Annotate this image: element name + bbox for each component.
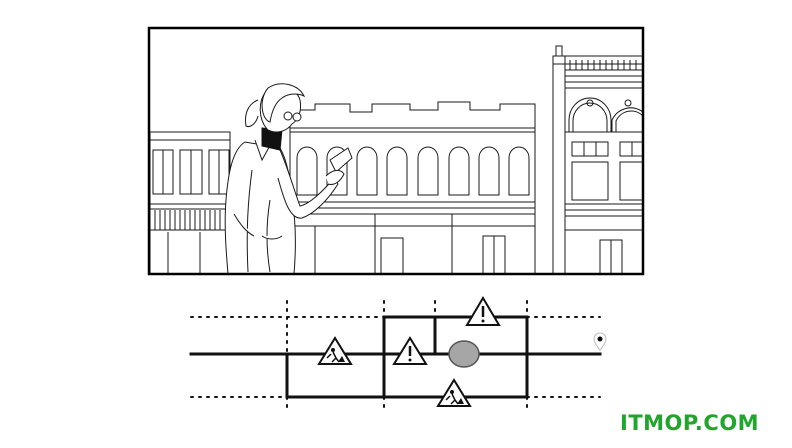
site-watermark: ITMOP.COM xyxy=(620,411,760,435)
woman-figure xyxy=(224,83,353,275)
route-map xyxy=(189,296,607,410)
warning-sign-icon xyxy=(465,296,501,326)
street-scene xyxy=(149,45,644,275)
construction-sign-icon xyxy=(436,378,472,407)
construction-sign-icon xyxy=(317,336,353,365)
location-pin-icon xyxy=(593,332,607,351)
building-middle xyxy=(289,101,536,275)
building-left xyxy=(149,131,231,275)
scene-frame xyxy=(147,26,645,276)
warning-sign-icon xyxy=(392,336,428,365)
route-paths xyxy=(189,315,602,399)
position-marker xyxy=(448,340,480,368)
building-right xyxy=(552,45,644,275)
